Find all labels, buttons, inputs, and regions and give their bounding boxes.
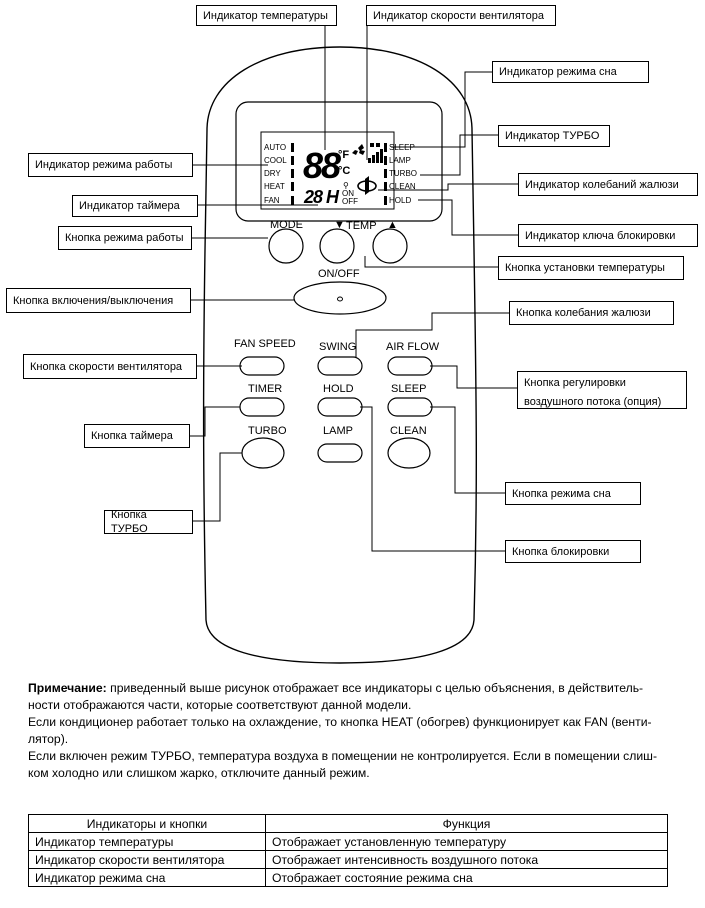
note-paragraph-2: Если кондиционер работает только на охла… [28,715,652,746]
fan-speed-button-label: FAN SPEED [234,338,296,350]
lcd-status-hold: HOLD [389,196,411,205]
lcd-timer-on: ON [342,189,354,198]
mode-button-label: MODE [270,219,303,231]
onoff-button[interactable] [293,281,387,315]
hold-button-label: HOLD [323,383,354,395]
table-cell: Отображает состояние режима сна [265,868,668,887]
clean-button[interactable] [387,437,431,469]
callout-timer-button: Кнопка таймера [84,424,190,448]
lcd-fan-speed-bars [368,143,383,163]
callout-fan-speed-indicator: Индикатор скорости вентилятора [366,5,556,26]
callout-timer-indicator: Индикатор таймера [72,195,198,217]
note-heading: Примечание: [28,681,107,695]
callout-sleep-button: Кнопка режима сна [505,482,641,505]
table-cell: Отображает установленную температуру [265,832,668,851]
mode-button[interactable] [268,228,304,264]
callout-fan-speed-button: Кнопка скорости вентилятора [23,354,197,379]
air-flow-button[interactable] [387,356,433,376]
callout-lock-indicator: Индикатор ключа блокировки [518,224,698,247]
callout-lock-button: Кнопка блокировки [505,540,641,563]
lcd-mode-dry: DRY [264,169,281,178]
table-cell: Отображает интенсивность воздушного пото… [265,850,668,869]
lcd-mode-markers [291,143,294,205]
callout-temp-indicator: Индикатор температуры [196,5,337,26]
table-cell: Индикатор скорости вентилятора [28,850,266,869]
remote-diagram: AUTO COOL DRY HEAT FAN 88 °F °C 28 H ON … [190,25,518,664]
lcd-status-clean: CLEAN [389,182,416,191]
lcd-swing-icon [357,176,377,195]
swing-button[interactable] [317,356,363,376]
lcd-mode-heat: HEAT [264,182,285,191]
table-row: Индикатор режима сна Отображает состояни… [28,868,668,887]
lamp-button-label: LAMP [323,425,353,437]
clean-button-label: CLEAN [390,425,427,437]
fan-speed-button[interactable] [239,356,285,376]
table-row: Индикатор скорости вентилятора Отображае… [28,850,668,869]
lcd-fan-icon [352,144,365,155]
callout-swing-indicator: Индикатор колебаний жалюзи [518,173,698,196]
temp-button-label: TEMP [346,220,377,232]
table-row: Индикатор температуры Отображает установ… [28,832,668,851]
lcd-timer-digits: 28 H [303,187,340,207]
callout-onoff-button: Кнопка включения/выключения [6,288,191,313]
lcd-mode-fan: FAN [264,196,280,205]
onoff-dot [337,296,343,302]
temp-down-glyph: ▼ [334,219,345,231]
turbo-button[interactable] [241,437,285,469]
lcd-unit-c: °C [338,165,350,177]
temp-up-button[interactable] [372,228,408,264]
air-flow-button-label: AIR FLOW [386,341,440,353]
lcd-temp-digits: 88 [303,145,341,186]
timer-button[interactable] [239,397,285,417]
function-table: Индикаторы и кнопки Функция Индикатор те… [28,814,668,887]
note-text-1: приведенный выше рисунок отображает все … [28,681,644,712]
turbo-button-label: TURBO [248,425,287,437]
table-cell: Индикатор режима сна [28,868,266,887]
temp-up-glyph: ▲ [387,219,398,231]
callout-turbo-indicator: Индикатор ТУРБО [498,125,610,147]
callout-mode-button: Кнопка режима работы [58,226,192,250]
lcd-status-lamp: LAMP [389,156,411,165]
callout-airflow-line2: воздушного потока (опция) [524,396,662,408]
lcd-timer-off: OFF [342,197,358,206]
callout-airflow-button: Кнопка регулировки воздушного потока (оп… [517,371,687,409]
hold-button[interactable] [317,397,363,417]
timer-button-label: TIMER [248,383,282,395]
callout-airflow-line1: Кнопка регулировки [524,377,626,389]
lamp-button[interactable] [317,443,363,463]
table-cell: Индикатор температуры [28,832,266,851]
lcd-status-turbo: TURBO [389,169,417,178]
callout-temp-button: Кнопка установки температуры [498,256,684,280]
sleep-button[interactable] [387,397,433,417]
lcd-mode-auto: AUTO [264,143,286,152]
swing-button-label: SWING [319,341,356,353]
lcd-bell-icon: ⚲ [343,181,349,190]
lcd-unit-f: °F [338,149,349,161]
callout-mode-indicator: Индикатор режима работы [28,153,193,177]
callout-sleep-indicator: Индикатор режима сна [492,61,649,83]
callout-turbo-button: Кнопка ТУРБО [104,509,193,535]
sleep-button-label: SLEEP [391,383,426,395]
temp-down-button[interactable] [319,228,355,264]
lcd-status-markers [384,143,387,205]
table-header-function: Функция [265,814,668,833]
lcd-mode-cool: COOL [264,156,287,165]
table-header-item: Индикаторы и кнопки [28,814,266,833]
note-section: Примечание: приведенный выше рисунок ото… [28,680,668,782]
onoff-button-label: ON/OFF [318,268,360,280]
callout-swing-button: Кнопка колебания жалюзи [509,301,674,325]
leader-lines [190,25,518,552]
note-paragraph-1: Примечание: приведенный выше рисунок ото… [28,680,668,714]
note-paragraph-3: Если включен режим ТУРБО, температура во… [28,749,658,780]
table-header-row: Индикаторы и кнопки Функция [28,814,668,833]
